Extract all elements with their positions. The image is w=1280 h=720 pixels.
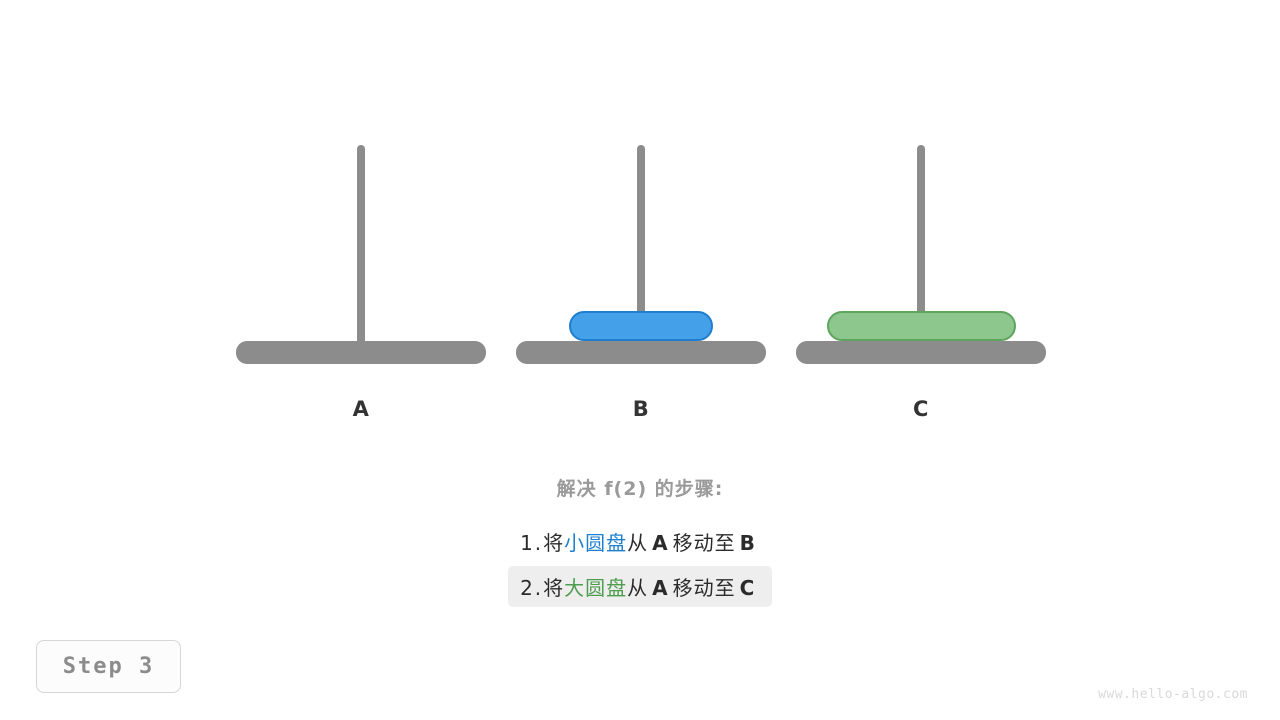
tower-peg-b: B xyxy=(516,140,766,430)
watermark: www.hello-algo.com xyxy=(1098,687,1248,702)
tower-peg-a: A xyxy=(236,140,486,430)
step-from-word-2: 从 xyxy=(627,576,649,600)
step-from-peg-1: A xyxy=(652,531,669,555)
disk-small-blue xyxy=(569,311,713,341)
disk-large-green xyxy=(827,311,1016,341)
base-c xyxy=(796,341,1046,364)
step-move-word-2: 移动至 xyxy=(672,576,736,600)
step-verb-2: 将 xyxy=(543,576,565,600)
base-a xyxy=(236,341,486,364)
step-to-peg-2: C xyxy=(739,576,756,600)
pillar-b xyxy=(637,145,645,351)
step-to-peg-1: B xyxy=(739,531,756,555)
step-move-word-1: 移动至 xyxy=(672,531,736,555)
step-index-1: 1. xyxy=(520,531,544,555)
step-verb-1: 将 xyxy=(543,531,565,555)
peg-label-c: C xyxy=(913,397,929,421)
step-badge: Step 3 xyxy=(36,640,181,693)
base-b xyxy=(516,341,766,364)
pillar-c xyxy=(917,145,925,351)
peg-label-a: A xyxy=(352,397,370,421)
steps-title: 解决 f(2) 的步骤: xyxy=(556,478,724,500)
peg-label-b: B xyxy=(632,397,650,421)
step-object-1: 小圆盘 xyxy=(564,531,628,555)
step-object-2: 大圆盘 xyxy=(564,576,628,600)
pillar-a xyxy=(357,145,365,351)
step-from-peg-2: A xyxy=(652,576,669,600)
step-from-word-1: 从 xyxy=(627,531,649,555)
tower-peg-c: C xyxy=(796,140,1046,430)
step-index-2: 2. xyxy=(520,576,544,600)
